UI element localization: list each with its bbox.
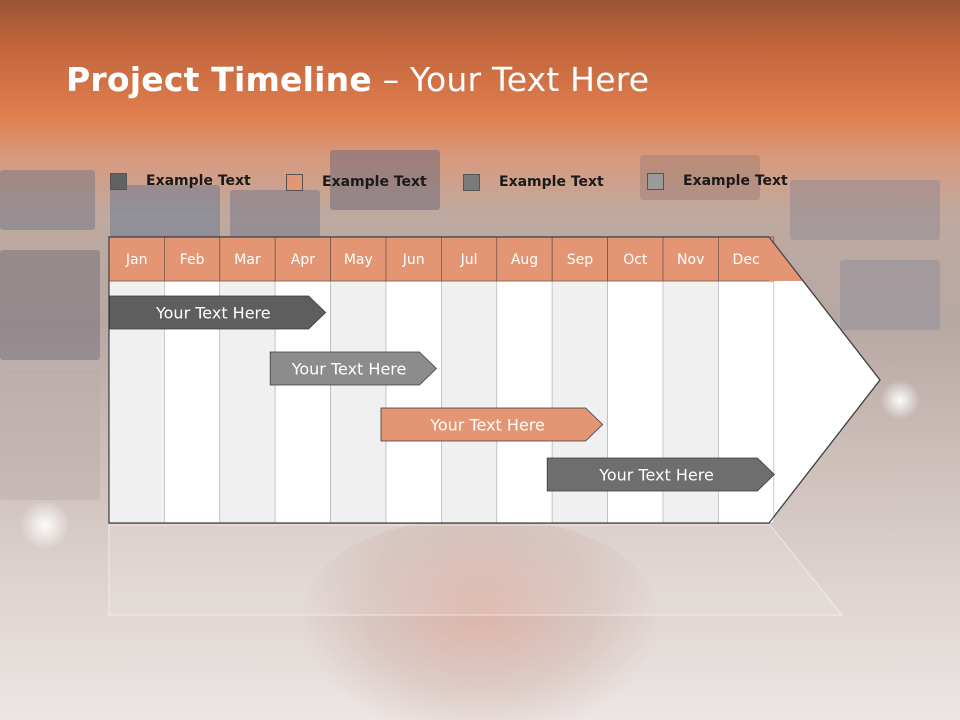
- title-rest: – Your Text Here: [371, 60, 650, 99]
- month-column: [496, 280, 553, 524]
- month-label-apr: Apr: [291, 252, 315, 268]
- month-column: [330, 280, 387, 524]
- month-label-sep: Sep: [567, 252, 594, 268]
- task-arrow-shape: [109, 295, 327, 330]
- legend-label: Example Text: [683, 173, 788, 189]
- bg-screen: [0, 250, 100, 360]
- month-header-cell: [496, 236, 553, 282]
- task-bar-2: Your Text Here: [269, 351, 437, 386]
- month-label-nov: Nov: [677, 252, 704, 268]
- task-bar-1: Your Text Here: [109, 295, 327, 330]
- legend-item-1: Example Text: [110, 171, 251, 191]
- slide-title: Project Timeline – Your Text Here: [66, 60, 649, 99]
- legend-label: Example Text: [499, 174, 604, 190]
- month-column: [385, 280, 442, 524]
- bg-screen: [0, 370, 100, 500]
- bg-open-hand: [300, 520, 660, 720]
- bg-screen: [230, 190, 320, 240]
- month-label-aug: Aug: [511, 252, 538, 268]
- legend-item-2: Example Text: [286, 172, 427, 192]
- task-arrow-shape: [380, 407, 604, 442]
- task-label: Your Text Here: [155, 304, 271, 323]
- bg-screen: [330, 150, 440, 210]
- bg-light-spot: [880, 380, 920, 420]
- bg-light-spot: [20, 500, 70, 550]
- arrow-outline: [108, 236, 881, 524]
- legend-item-4: Example Text: [647, 171, 788, 191]
- bg-screen: [0, 170, 95, 230]
- month-header-cell: [662, 236, 719, 282]
- month-column: [440, 280, 498, 524]
- legend-label: Example Text: [146, 173, 251, 189]
- task-arrow-shape: [269, 351, 437, 386]
- legend-item-3: Example Text: [463, 172, 604, 192]
- month-label-jul: Jul: [460, 252, 478, 268]
- month-header-cell: [551, 236, 609, 282]
- month-label-jan: Jan: [125, 252, 148, 268]
- legend-swatch: [286, 173, 303, 191]
- bg-screen: [840, 260, 940, 330]
- month-label-may: May: [344, 252, 373, 268]
- month-header-cell: [440, 236, 498, 282]
- month-header-cell: [108, 236, 165, 282]
- bg-screen: [110, 185, 220, 240]
- task-arrow-shape: [546, 457, 775, 492]
- legend-swatch: [463, 173, 480, 191]
- month-label-jun: Jun: [402, 252, 425, 268]
- task-bar-3: Your Text Here: [380, 407, 604, 442]
- month-header: Jan Feb Mar Apr May Jun Jul Aug Sep Oct Nov Dec: [108, 236, 775, 282]
- month-label-mar: Mar: [234, 252, 261, 268]
- task-label: Your Text Here: [429, 416, 545, 435]
- title-bold: Project Timeline: [66, 60, 372, 99]
- task-label: Your Text Here: [598, 466, 714, 485]
- month-label-oct: Oct: [623, 252, 648, 268]
- month-header-cell: [163, 236, 221, 282]
- task-label: Your Text Here: [291, 360, 407, 379]
- timeline-reflection: [108, 524, 844, 616]
- legend-swatch: [647, 172, 664, 190]
- bg-screen: [790, 180, 940, 240]
- month-label-feb: Feb: [180, 252, 205, 268]
- legend-swatch: [110, 172, 127, 190]
- month-label-dec: Dec: [733, 252, 760, 268]
- legend-label: Example Text: [322, 174, 427, 190]
- task-bar-4: Your Text Here: [546, 457, 775, 492]
